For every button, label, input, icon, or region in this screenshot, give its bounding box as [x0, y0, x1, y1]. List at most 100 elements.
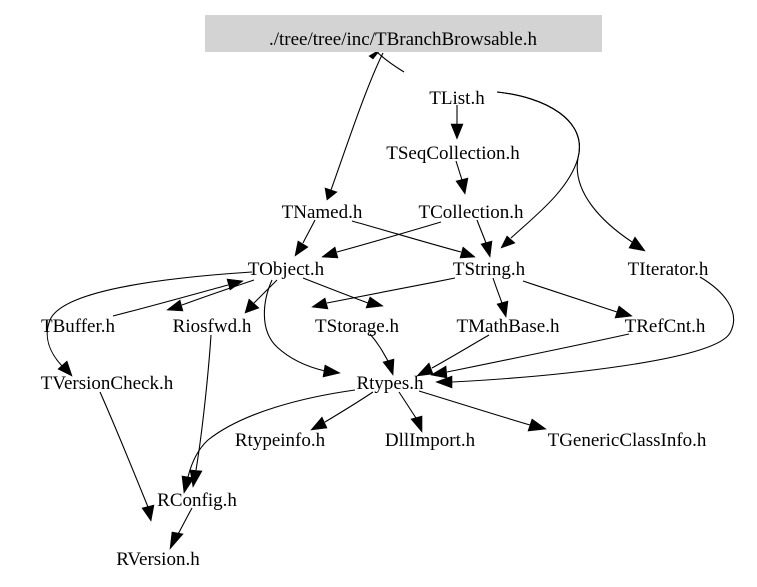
arrowhead-icon: [365, 296, 384, 309]
edge-line: [176, 507, 193, 537]
arrowhead-icon: [628, 236, 646, 252]
edge-line: [496, 91, 633, 243]
graph-node-rversion[interactable]: RVersion.h: [116, 549, 200, 570]
arrowhead-icon: [310, 416, 328, 431]
arrowhead-icon: [321, 246, 339, 259]
edge-tobject-to-tversion: [46, 271, 253, 377]
edge-line: [418, 390, 531, 426]
graph-node-tseqcoll[interactable]: TSeqCollection.h: [386, 143, 520, 164]
node-label: Riosfwd.h: [173, 316, 252, 337]
edge-line: [112, 284, 229, 317]
edge-line: [263, 279, 326, 372]
edge-tobject-to-rtypes: [263, 279, 341, 378]
arrowhead-icon: [382, 358, 395, 376]
edge-tstring-to-trefcnt: [522, 280, 633, 319]
edge-line: [446, 333, 630, 373]
node-label: TGenericClassInfo.h: [548, 430, 707, 451]
node-label: TCollection.h: [418, 202, 524, 223]
arrowhead-icon: [527, 418, 547, 432]
edge-tobject-to-tstorage: [302, 277, 384, 309]
node-label: RVersion.h: [116, 549, 200, 570]
graph-node-rconfig[interactable]: RConfig.h: [157, 490, 237, 511]
edge-line: [302, 277, 369, 304]
arrowhead-icon: [459, 246, 476, 259]
node-label: TSeqCollection.h: [386, 143, 520, 164]
edge-line: [330, 52, 384, 191]
graph-node-tlist[interactable]: TList.h: [429, 88, 485, 109]
edge-rtypes-to-rtypeinfo: [310, 391, 374, 431]
arrowhead-icon: [480, 240, 493, 258]
graph-node-tnamed[interactable]: TNamed.h: [282, 202, 363, 223]
edge-line: [351, 220, 462, 253]
arrowhead-icon: [450, 123, 464, 140]
arrowhead-icon: [455, 177, 469, 195]
arrowhead-icon: [169, 531, 184, 550]
edge-line: [455, 160, 463, 181]
graph-node-root[interactable]: ./tree/tree/inc/TBranchBrowsable.h: [205, 15, 602, 52]
node-label: TMathBase.h: [457, 316, 560, 337]
edge-line: [302, 219, 316, 244]
node-label: DllImport.h: [385, 430, 476, 451]
graph-node-tcoll[interactable]: TCollection.h: [418, 202, 524, 223]
node-label: TStorage.h: [315, 316, 399, 337]
arrowhead-icon: [435, 375, 453, 389]
graph-node-trefcnt[interactable]: TRefCnt.h: [625, 316, 706, 337]
edge-line: [326, 277, 456, 304]
edge-tnamed-to-tobject: [294, 219, 316, 257]
edge-tseqcoll-to-tcoll: [455, 160, 469, 195]
arrowhead-icon: [614, 305, 633, 319]
edge-line: [451, 276, 735, 383]
graph-node-tgeneric[interactable]: TGenericClassInfo.h: [548, 430, 707, 451]
edge-titerator-to-rtypes: [435, 276, 735, 389]
graph-node-dllimport[interactable]: DllImport.h: [385, 430, 476, 451]
arrowhead-icon: [294, 240, 309, 257]
edge-tbuffer-to-tobject: [112, 278, 244, 317]
arrowhead-icon: [416, 362, 434, 377]
graph-node-titerator[interactable]: TIterator.h: [628, 259, 709, 280]
graph-node-riosfwd[interactable]: Riosfwd.h: [173, 316, 252, 337]
graph-node-tversion[interactable]: TVersionCheck.h: [41, 373, 174, 394]
arrowhead-icon: [189, 469, 203, 488]
node-label: ./tree/tree/inc/TBranchBrowsable.h: [269, 29, 538, 50]
edge-line: [398, 391, 417, 419]
graph-node-rtypeinfo[interactable]: Rtypeinfo.h: [235, 430, 326, 451]
graph-node-tobject[interactable]: TObject.h: [248, 259, 325, 280]
arrowhead-icon: [500, 235, 516, 249]
edge-line: [522, 280, 618, 313]
arrowhead-icon: [166, 299, 184, 312]
node-background: [205, 15, 602, 52]
node-label: TVersionCheck.h: [41, 373, 174, 394]
graph-node-rtypes[interactable]: Rtypes.h: [356, 373, 424, 394]
node-label: RConfig.h: [157, 490, 237, 511]
node-label: Rtypes.h: [356, 373, 424, 394]
edge-line: [375, 50, 405, 73]
arrowhead-icon: [322, 364, 341, 378]
edges-layer: [46, 48, 735, 550]
arrowhead-icon: [311, 297, 329, 310]
edge-tlist-to-tseqcoll: [450, 105, 464, 140]
graph-node-tstorage[interactable]: TStorage.h: [315, 316, 399, 337]
edge-trefcnt-to-rtypes: [430, 333, 630, 379]
edge-tstring-to-tmathbase: [492, 277, 509, 318]
edge-line: [99, 391, 149, 508]
edge-line: [324, 391, 374, 423]
graph-node-tbuffer[interactable]: TBuffer.h: [41, 316, 116, 337]
edge-tstring-to-tobject: [311, 277, 456, 310]
arrowhead-icon: [57, 360, 73, 377]
edge-tmathbase-to-rtypes: [416, 334, 490, 377]
edge-rtypes-to-rconfig: [181, 389, 356, 494]
edge-tobject-to-tbuffer: [166, 279, 255, 312]
arrowhead-icon: [244, 298, 260, 314]
edge-line: [187, 389, 356, 478]
edge-tcoll-to-tstring: [476, 219, 493, 258]
node-label: TRefCnt.h: [625, 316, 706, 337]
graph-node-tmathbase[interactable]: TMathBase.h: [457, 316, 560, 337]
edge-rtypes-to-tgeneric: [418, 390, 547, 432]
arrowhead-icon: [430, 365, 448, 379]
edge-rconfig-to-rversion: [169, 507, 193, 550]
edge-line: [431, 334, 490, 369]
arrowhead-icon: [496, 300, 509, 318]
graph-node-tstring[interactable]: TString.h: [453, 259, 526, 280]
node-label: TNamed.h: [282, 202, 363, 223]
